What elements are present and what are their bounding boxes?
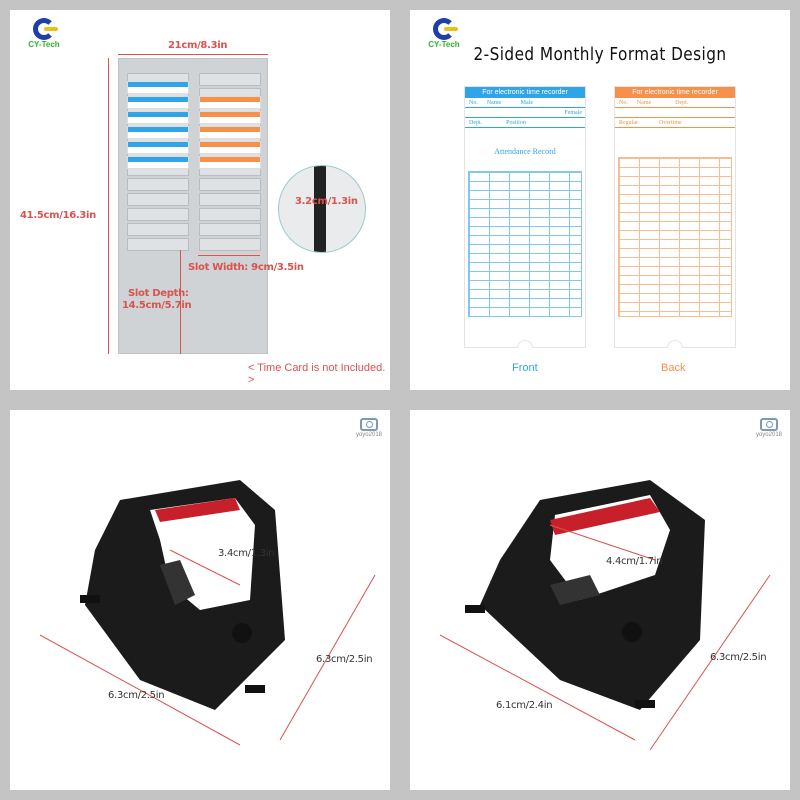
ribbon-front-panel: yoyo2018 3.4cm/1.3in 6.3cm/2.5in 6.3cm/2… [10,410,390,790]
ribbon-cassette-image [439,480,771,751]
camera-icon [759,418,778,431]
depth-dimension: 6.3cm/2.5in [316,654,373,665]
slot-depth-label: Slot Depth: [128,288,189,299]
rack-slot [127,223,189,236]
time-card-blue [127,81,189,94]
front-time-card: For electronic time recorder No. Name Ma… [464,86,586,348]
rack-slot [127,178,189,191]
back-label: Back [661,362,686,374]
format-title: 2-Sided Monthly Format Design [473,44,727,65]
ribbon-back-panel: yoyo2018 4.4cm/1.7in 6.3cm/2.5in 6.1cm/2… [410,410,790,790]
time-card-blue [127,156,189,169]
time-card-blue [127,96,189,109]
rack-slot [199,223,261,236]
time-card-blue [127,141,189,154]
width-line [118,54,268,55]
not-included-note: < Time Card is not Included. > [248,362,386,386]
attendance-record-heading: Attendance Record [494,147,556,156]
time-card-orange [199,96,261,109]
width-dimension: 6.3cm/2.5in [108,690,165,701]
inner-dimension: 4.4cm/1.7in [606,556,663,567]
height-label: 41.5cm/16.3in [20,210,96,221]
ribbon-cassette-image [39,480,376,746]
camera-icon [359,418,378,431]
time-card-orange [199,111,261,124]
rack-slot [127,193,189,206]
rack-slot [199,238,261,251]
thickness-detail-circle: 3.2cm/1.3in [278,165,366,253]
inner-dimension: 3.4cm/1.3in [218,548,275,559]
width-label: 21cm/8.3in [168,40,228,51]
rack-dimensions-panel: CY-Tech 21cm/8.3in 41.5cm/16.3in Slot De… [10,10,390,390]
watermark: yoyo2018 [356,418,382,438]
time-card-blue [127,111,189,124]
time-card-rack [118,58,268,354]
rack-slot [199,193,261,206]
watermark: yoyo2018 [756,418,782,438]
rack-slot [127,238,189,251]
front-label: Front [512,362,538,374]
slot-width-line [198,255,260,256]
rack-slot [127,208,189,221]
time-card-orange [199,141,261,154]
slot-width-label: Slot Width: 9cm/3.5in [188,262,304,273]
width-dimension: 6.1cm/2.4in [496,700,553,711]
time-card-orange [199,156,261,169]
rack-slot [199,178,261,191]
rack-slot [199,208,261,221]
cy-tech-logo: CY-Tech [424,18,464,49]
depth-dimension: 6.3cm/2.5in [710,652,767,663]
slot-depth-value: 14.5cm/5.7in [122,300,192,311]
depth-line [180,250,181,354]
cy-tech-logo: CY-Tech [24,18,64,49]
card-format-panel: CY-Tech 2-Sided Monthly Format Design Fo… [410,10,790,390]
back-time-card: For electronic time recorder No. Name De… [614,86,736,348]
rack-slot [199,73,261,86]
height-line [108,58,109,354]
time-card-blue [127,126,189,139]
thickness-label: 3.2cm/1.3in [295,196,358,207]
time-card-orange [199,126,261,139]
